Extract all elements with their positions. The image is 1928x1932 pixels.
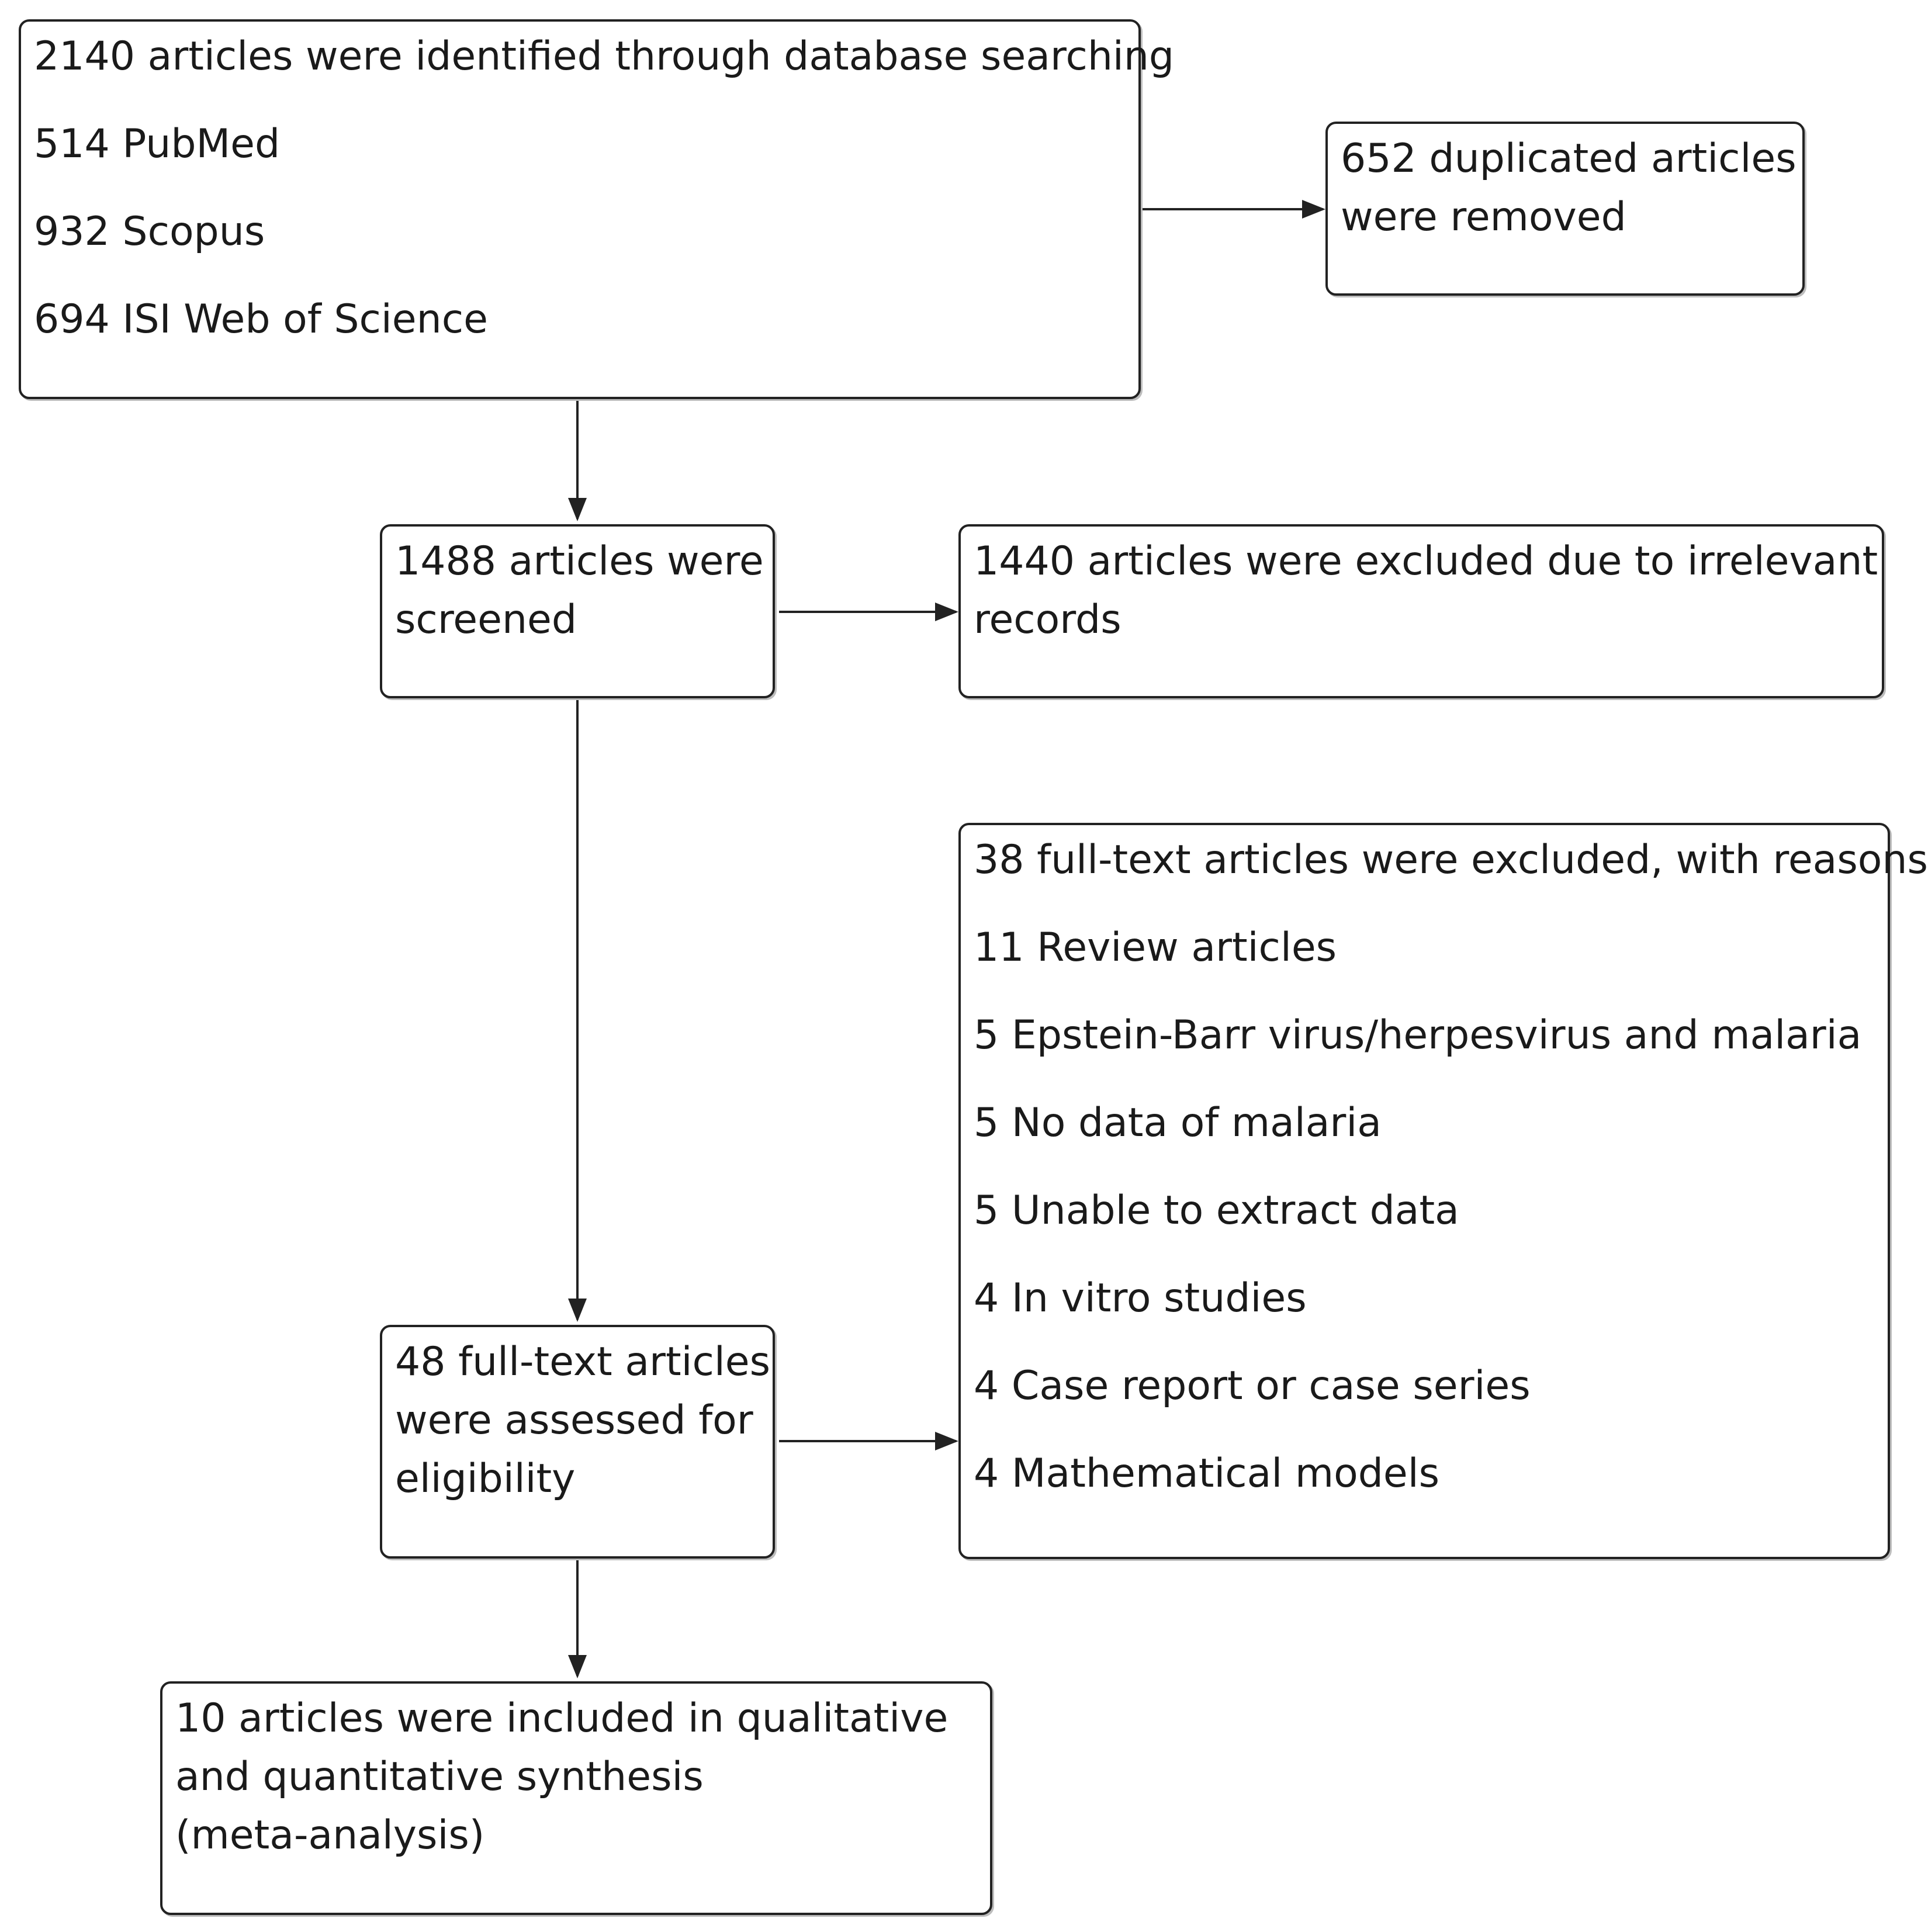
identification-box: 2140 articles were identified through da… [19,19,1175,399]
included-box: 10 articles were included in qualitative… [160,1681,992,1915]
duplicates-removed-box: 652 duplicated articles were removed [1325,122,1805,296]
fulltext-excluded-box: 38 full-text articles were excluded, wit… [958,823,1928,1559]
excluded-reason-ebv: 5 Epstein-Barr virus/herpesvirus and mal… [974,1012,1862,1058]
excluded-reason-unable-extract: 5 Unable to extract data [974,1187,1459,1234]
excluded-reason-no-malaria-data: 5 No data of malaria [974,1100,1382,1146]
assessed-line-1: 48 full-text articles [395,1339,771,1385]
duplicates-line-1: 652 duplicated articles [1341,136,1797,182]
identified-isi: 694 ISI Web of Science [34,296,488,342]
excluded-reason-in-vitro: 4 In vitro studies [974,1275,1307,1321]
identified-pubmed: 514 PubMed [34,121,281,167]
included-line-2: and quantitative synthesis [175,1754,704,1800]
screened-line-1: 1488 articles were [395,538,764,584]
duplicates-line-2: were removed [1341,194,1626,240]
irrelevant-excluded-box: 1440 articles were excluded due to irrel… [958,524,1884,698]
identified-total: 2140 articles were identified through da… [34,33,1175,79]
irrelevant-line-1: 1440 articles were excluded due to irrel… [974,538,1878,584]
excluded-total: 38 full-text articles were excluded, wit… [974,837,1928,883]
screened-line-2: screened [395,597,577,643]
identified-scopus: 932 Scopus [34,209,265,255]
included-line-3: (meta-analysis) [175,1812,485,1858]
excluded-reason-review: 11 Review articles [974,925,1337,971]
assessed-line-3: eligibility [395,1456,576,1502]
excluded-reason-case-report: 4 Case report or case series [974,1363,1531,1409]
assessed-line-2: were assessed for [395,1397,753,1443]
irrelevant-line-2: records [974,597,1122,643]
eligibility-box: 48 full-text articles were assessed for … [380,1325,775,1559]
screening-box: 1488 articles were screened [380,524,775,698]
included-line-1: 10 articles were included in qualitative [175,1695,949,1741]
excluded-reason-math-models: 4 Mathematical models [974,1450,1440,1497]
